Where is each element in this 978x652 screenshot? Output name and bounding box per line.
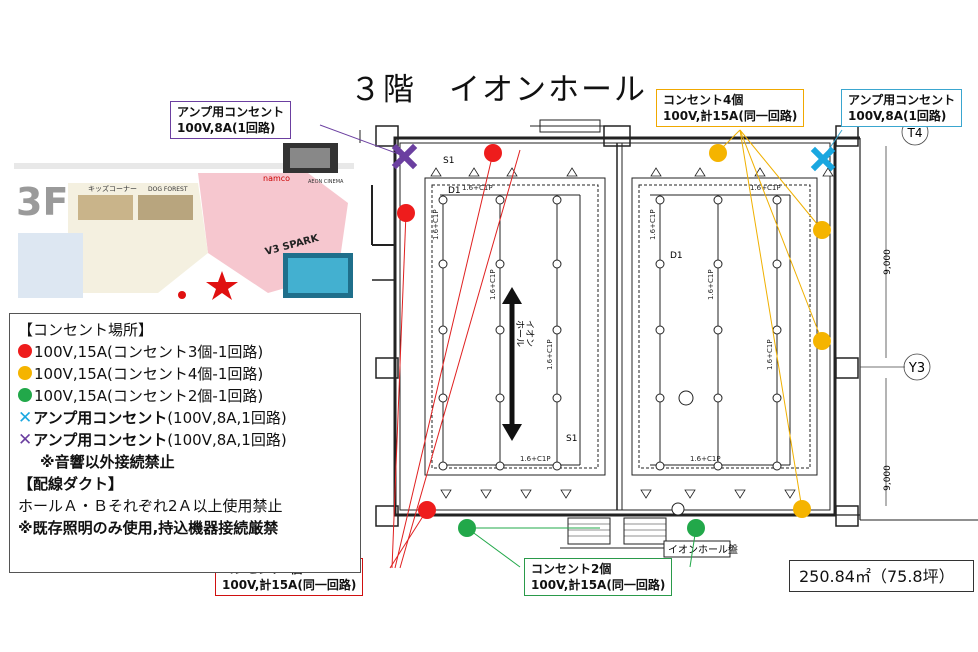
amp-outlet-purple-icon <box>391 143 418 170</box>
dimension-label-1: 9,000 <box>883 249 893 275</box>
outlets-green <box>458 519 705 537</box>
callout-amp-right-line1: アンプ用コンセント <box>848 93 956 107</box>
fixture-label: 1.6+C1P <box>707 269 715 300</box>
outlet-red <box>418 501 436 519</box>
wiring-purple <box>319 124 405 157</box>
building-walls <box>359 119 978 549</box>
map-kids-corner: キッズコーナー <box>88 184 137 193</box>
wiring-red <box>389 149 521 569</box>
legend-note-sound: ※音響以外接続禁止 <box>40 453 175 471</box>
switch-label: S1 <box>566 434 577 444</box>
map-dog-forest: DOG FOREST <box>148 186 188 193</box>
callout-outlet2-line2: 100V,計15A(同一回路) <box>531 578 666 592</box>
outlets-red <box>397 144 502 519</box>
fixture-label: 1.6+C1P <box>649 209 657 240</box>
dimension-lines <box>860 118 931 506</box>
panel-label: イオンホール盤 <box>668 543 738 556</box>
floor-area: 250.84㎡（75.8坪） <box>789 560 974 592</box>
fixture-label: 1.6+C1P <box>520 455 551 463</box>
fixture-label: 1.6+C1P <box>690 455 721 463</box>
legend-row-red: 100V,15A(コンセント3個-1回路) <box>18 341 352 363</box>
fixture-label: 1.6+C1P <box>462 184 493 192</box>
callout-amp-right: アンプ用コンセント 100V,8A(1回路) <box>841 89 963 127</box>
grid-label-t4: T4 <box>907 126 923 140</box>
callout-outlet4: コンセント4個 100V,計15A(同一回路) <box>656 89 805 127</box>
dimension-label-2: 9,000 <box>883 465 893 491</box>
fixture-label-d1: D1 <box>448 186 461 196</box>
fixture-label-d1: D1 <box>670 251 683 261</box>
legend-row-purple: ✕アンプ用コンセント(100V,8A,1回路) <box>18 429 352 451</box>
amp-outlet-cyan-icon <box>810 146 836 172</box>
outlets-yellow <box>709 144 831 518</box>
panel-box <box>663 540 731 558</box>
fixture-label: 1.6+C1P <box>489 269 497 300</box>
outlet-yellow <box>793 500 811 518</box>
legend-purple-rest: (100V,8A,1回路) <box>167 431 287 449</box>
legend-box: 【コンセント場所】 100V,15A(コンセント3個-1回路) 100V,15A… <box>9 313 361 573</box>
callout-outlet4-line2: 100V,計15A(同一回路) <box>663 109 798 123</box>
callout-outlet2-line1: コンセント2個 <box>531 562 612 576</box>
page-title: ３階 イオンホール <box>350 72 647 108</box>
hall-direction-arrow <box>502 287 522 441</box>
hall-label-2: ホール <box>514 320 525 347</box>
legend-row-green: 100V,15A(コンセント2個-1回路) <box>18 385 352 407</box>
callout-outlet2: コンセント2個 100V,計15A(同一回路) <box>524 558 673 596</box>
map-namco: namco <box>263 174 290 183</box>
location-map: 3F キッズコーナー DOG FOREST namco AEON CINEMA … <box>8 143 366 311</box>
legend-row-cyan: ✕アンプ用コンセント(100V,8A,1回路) <box>18 407 352 429</box>
outlet-green <box>687 519 705 537</box>
legend-row-yellow: 100V,15A(コンセント4個-1回路) <box>18 363 352 385</box>
hall-label: イオン <box>524 320 535 347</box>
light-fixtures <box>438 195 782 516</box>
legend-header-outlets: 【コンセント場所】 <box>18 321 154 339</box>
callout-amp-left-line1: アンプ用コンセント <box>177 105 285 119</box>
fixture-label: 1.6+C1P <box>766 339 774 370</box>
fixture-label: 1.6+C1P <box>432 209 440 240</box>
outlet-yellow <box>813 221 831 239</box>
legend-warning: ※既存照明のみ使用,持込機器接続厳禁 <box>18 519 279 537</box>
green-dot-icon <box>18 388 32 402</box>
outlet-green <box>458 519 476 537</box>
callout-amp-right-line2: 100V,8A(1回路) <box>848 109 947 123</box>
fixture-label: 1.6+C1P <box>546 339 554 370</box>
legend-cyan-rest: (100V,8A,1回路) <box>167 409 287 427</box>
legend-red-text: 100V,15A(コンセント3個-1回路) <box>34 343 264 361</box>
legend-cyan-bold: アンプ用コンセント <box>33 409 168 427</box>
outlet-red <box>397 204 415 222</box>
switch-label: S1 <box>443 156 454 166</box>
map-cinema: AEON CINEMA <box>308 179 344 185</box>
legend-header-duct: 【配線ダクト】 <box>18 475 124 493</box>
outlet-yellow <box>813 332 831 350</box>
fixture-label: 1.6+C1P <box>750 184 781 192</box>
callout-outlet3-line2: 100V,計15A(同一回路) <box>222 578 357 592</box>
cyan-cross-icon: ✕ <box>18 408 33 428</box>
legend-green-text: 100V,15A(コンセント2個-1回路) <box>34 387 264 405</box>
floor-label: 3F <box>16 180 68 224</box>
grid-label-y3: Y3 <box>908 361 925 376</box>
outlet-red <box>484 144 502 162</box>
legend-duct-text: ホールＡ・Ｂそれぞれ2Ａ以上使用禁止 <box>18 497 283 515</box>
outlet-yellow <box>709 144 727 162</box>
callout-amp-left: アンプ用コンセント 100V,8A(1回路) <box>170 101 292 139</box>
yellow-dot-icon <box>18 366 32 380</box>
callout-outlet4-line1: コンセント4個 <box>663 93 744 107</box>
callout-amp-left-line2: 100V,8A(1回路) <box>177 121 276 135</box>
purple-cross-icon: ✕ <box>18 430 33 450</box>
fixture-labels: 1.6+C1P 1.6+C1P 1.6+C1P 1.6+C1P 1.6+C1P … <box>432 184 781 463</box>
legend-purple-bold: アンプ用コンセント <box>33 431 168 449</box>
legend-yellow-text: 100V,15A(コンセント4個-1回路) <box>34 365 264 383</box>
red-dot-icon <box>18 344 32 358</box>
wiring-yellow <box>717 129 823 510</box>
location-star-icon <box>206 271 238 300</box>
